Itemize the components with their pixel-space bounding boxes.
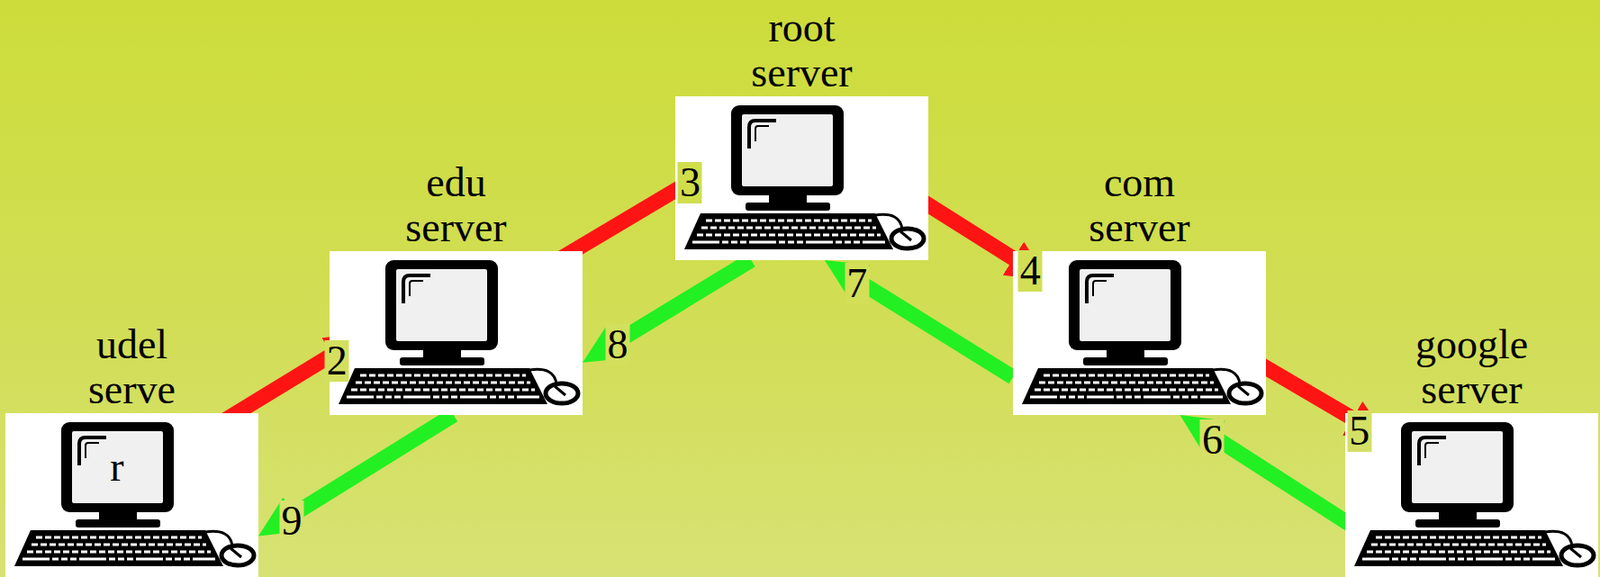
step-number: 8 bbox=[605, 324, 631, 366]
server-label: root server bbox=[725, 5, 879, 97]
step-number: 2 bbox=[325, 340, 350, 382]
computer-drawing bbox=[329, 251, 583, 416]
computer-icon bbox=[1345, 413, 1599, 577]
computer-icon bbox=[675, 96, 929, 261]
server-label: com server bbox=[1063, 160, 1217, 252]
step-number: 6 bbox=[1200, 419, 1225, 462]
server-label: udel serve bbox=[55, 322, 209, 414]
server-label: google server bbox=[1395, 322, 1549, 414]
computer-drawing bbox=[1345, 413, 1599, 577]
computer-drawing bbox=[1012, 251, 1266, 416]
computer-drawing bbox=[675, 96, 929, 261]
query-arrow bbox=[1203, 430, 1363, 534]
server-label: edu server bbox=[379, 160, 534, 252]
step-number: 7 bbox=[844, 262, 869, 305]
computer-icon bbox=[1012, 251, 1266, 416]
server-node: google server bbox=[1345, 322, 1599, 577]
computer-icon bbox=[329, 251, 583, 416]
server-node: com server bbox=[1012, 160, 1266, 416]
step-number: 5 bbox=[1346, 410, 1372, 452]
step-number: 4 bbox=[1018, 250, 1043, 292]
step-number: 3 bbox=[677, 162, 703, 204]
server-node: root server bbox=[675, 5, 929, 261]
screen-label: r bbox=[109, 446, 124, 489]
step-number: 9 bbox=[280, 500, 305, 543]
query-arrow bbox=[849, 275, 1013, 378]
query-arrow bbox=[282, 415, 454, 522]
computer-drawing bbox=[5, 413, 259, 577]
server-node: edu server bbox=[329, 160, 583, 416]
computer-icon: r bbox=[5, 413, 259, 577]
server-node: udel serve r bbox=[5, 322, 259, 577]
